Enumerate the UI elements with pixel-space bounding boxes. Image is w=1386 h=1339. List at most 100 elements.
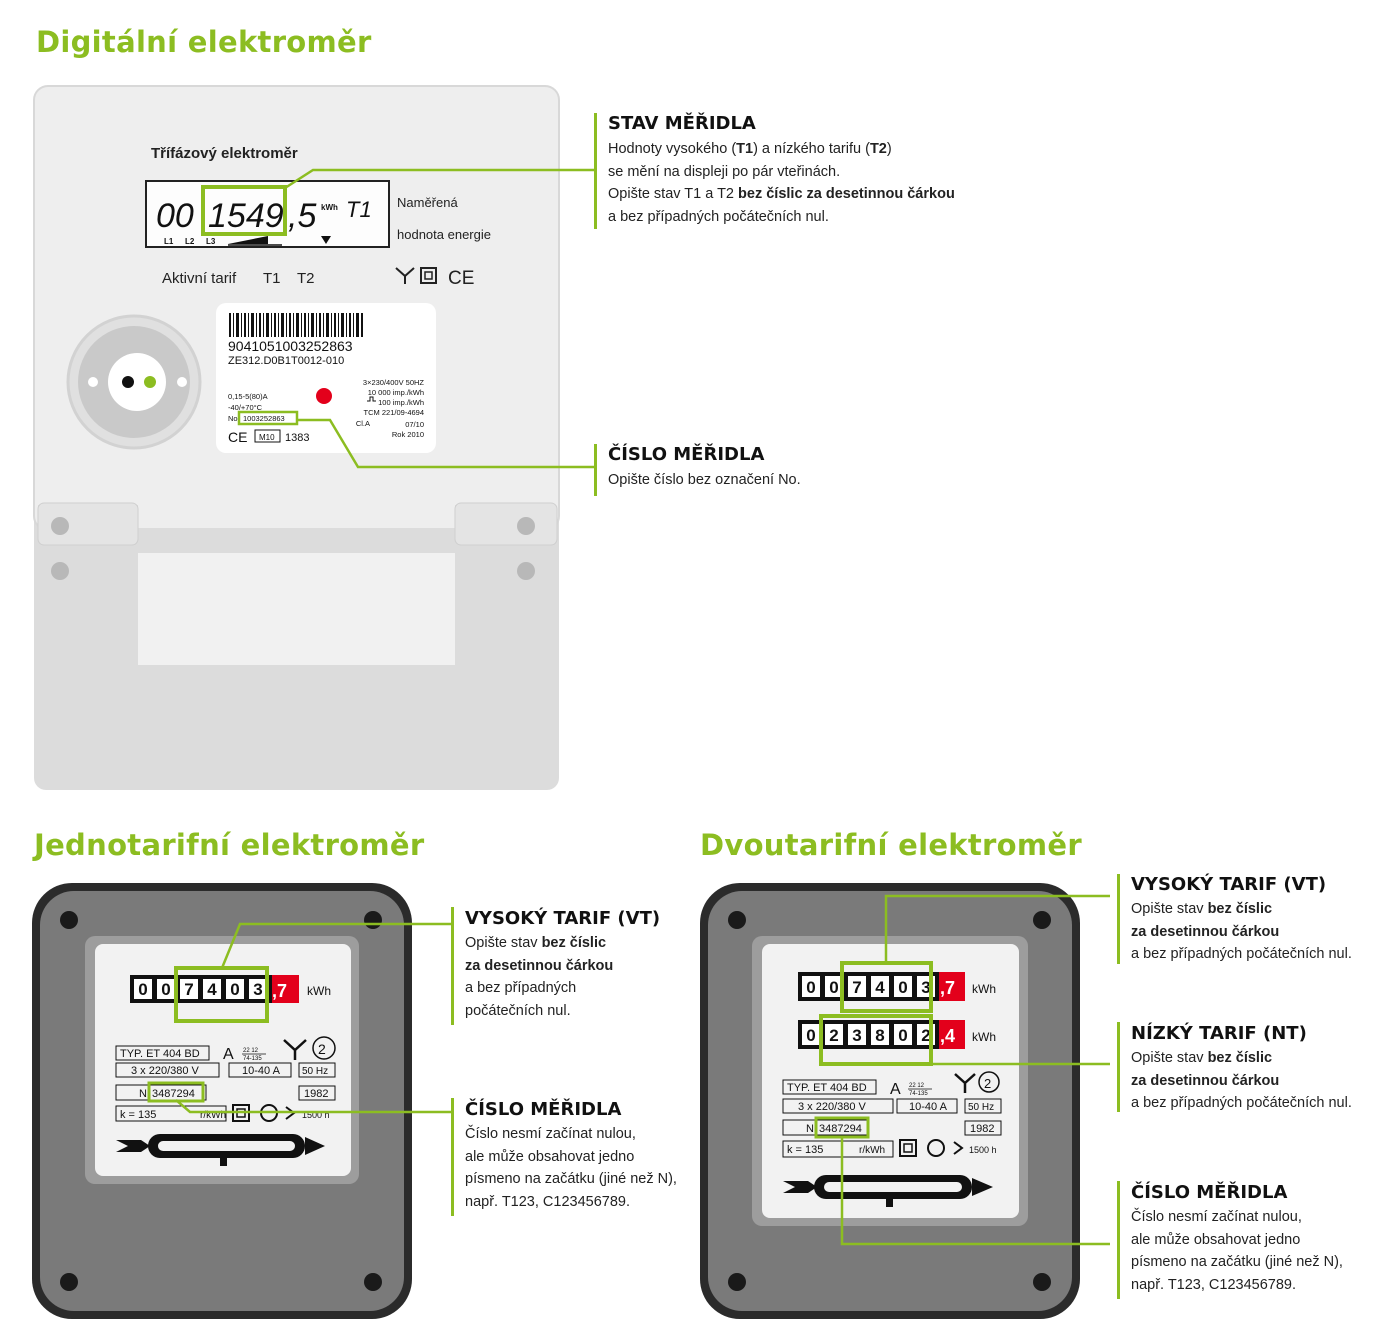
spec-line: 10 000 imp./kWh	[368, 388, 424, 397]
n-label: N	[139, 1088, 147, 1100]
pulse-symbol-icon	[367, 396, 376, 402]
rotor-disc-icon	[783, 1175, 993, 1207]
no-label: No	[228, 414, 238, 423]
screw	[51, 517, 69, 535]
annotation-stav-meridla: STAV MĚŘIDLA Hodnoty vysokého (T1) a níz…	[608, 113, 955, 228]
annotation-text: Opište stav	[1131, 901, 1208, 917]
class-label: A	[890, 1081, 901, 1098]
counter-digit: 0	[230, 980, 239, 999]
counter-digit: 0	[806, 978, 815, 997]
spec-line: 100 imp./kWh	[378, 398, 424, 407]
type-label: TYP. ET 404 BD	[120, 1048, 200, 1060]
side-label: Naměřená	[397, 195, 458, 210]
annotation-text: a bez případných počátečních nul.	[1131, 1095, 1352, 1111]
ce-mark: CE	[448, 268, 474, 289]
barcode	[229, 313, 363, 337]
counter-wheel	[894, 976, 912, 997]
counter-wheel	[180, 979, 198, 999]
annotation-text: např. T123, C123456789.	[465, 1193, 631, 1210]
serial-highlight	[237, 410, 299, 426]
annotation-text: Opište stav	[1131, 1050, 1208, 1066]
annotation-bold: bez číslic za desetinnou čárkou	[738, 186, 955, 202]
counter-digit: 0	[898, 1026, 907, 1045]
class-label: A	[223, 1046, 234, 1063]
counter-digit: 0	[898, 978, 907, 997]
meter-serial: 3487294	[152, 1088, 195, 1100]
annotation-bold: T1	[736, 141, 754, 157]
annotation-heading: VYSOKÝ TARIF (VT)	[465, 908, 661, 929]
hours-label: 1500 h	[302, 1110, 330, 1120]
approval-top: 22 12	[243, 1048, 259, 1054]
counter-wheel	[825, 976, 843, 997]
counter-digit: 7	[184, 980, 193, 999]
dual-tariff-meter-title: Dvoutarifní elektroměr	[700, 828, 1082, 862]
annotation-cislo-meridla: ČÍSLO MĚŘIDLA Opište číslo bez označení …	[608, 444, 801, 492]
circle-number: 2	[984, 1076, 991, 1091]
annotation-text: )	[886, 141, 892, 157]
counter-digit: 0	[829, 978, 838, 997]
phase-label: L2	[185, 237, 195, 246]
leader-line-cislo	[175, 1099, 452, 1114]
temperature-rating: -40/+70°C	[228, 403, 263, 412]
counter-wheel	[249, 979, 267, 999]
panel-title: Třífázový elektroměr	[151, 145, 298, 162]
year-label: 1982	[304, 1088, 328, 1100]
reading-highlight-nt	[819, 1014, 933, 1066]
rotor-disc-icon	[116, 1134, 325, 1166]
annotation-bar	[1117, 874, 1120, 964]
counter-decimal-nt: ,4	[940, 1026, 955, 1046]
counter-digit: 2	[829, 1026, 838, 1045]
active-tariff-t1: T1	[263, 270, 281, 287]
annotation-single-vt: VYSOKÝ TARIF (VT) Opište stav bez číslic…	[465, 908, 660, 1022]
digital-meter-title: Digitální elektroměr	[36, 25, 372, 59]
decimal-wheel	[272, 975, 299, 1003]
annotation-text: Opište stav	[465, 935, 542, 951]
annotation-heading: ČÍSLO MĚŘIDLA	[608, 444, 765, 465]
m10-mark: M10	[259, 433, 275, 442]
frequency-label: 50 Hz	[968, 1102, 994, 1113]
counter-digit: 3	[921, 978, 930, 997]
annotation-text: počátečních nul.	[465, 1002, 571, 1019]
phase-label: L1	[164, 237, 174, 246]
annotation-bar	[1117, 1181, 1120, 1299]
hours-label: 1500 h	[969, 1145, 997, 1155]
port-led-green	[144, 376, 156, 388]
single-tariff-meter-title: Jednotarifní elektroměr	[34, 828, 425, 862]
annotation-bold: za desetinnou čárkou	[1131, 923, 1280, 940]
spec-line: Cl.A	[356, 419, 370, 428]
port-led-black	[122, 376, 134, 388]
approval-bottom: 74-135	[909, 1091, 928, 1097]
annotation-text: Číslo nesmí začínat nulou,	[1131, 1209, 1302, 1225]
terminal-cover-window	[138, 553, 455, 665]
digital-meter-illustration: Třífázový elektroměr 00 1549 ,5 kWh T1 L…	[33, 85, 596, 790]
screw	[517, 562, 535, 580]
annotation-bar	[594, 113, 597, 229]
lcd-decimal: ,5	[288, 197, 316, 235]
annotation-bar	[1117, 1022, 1120, 1112]
active-tariff-t2: T2	[297, 270, 315, 287]
spec-line: Rok 2010	[392, 430, 424, 439]
lcd-unit: kWh	[321, 203, 338, 212]
leader-line-vt	[884, 894, 1110, 963]
three-phase-symbol-icon	[283, 1039, 307, 1060]
active-tariff-label: Aktivní tarif	[162, 270, 237, 287]
counter-wheel	[848, 976, 866, 997]
annotation-text: se mění na displeji po pár vteřinách.	[608, 163, 841, 180]
circle-number: 2	[318, 1041, 326, 1057]
approval-top: 22 12	[909, 1083, 925, 1089]
reading-highlight	[174, 966, 269, 1023]
counter-digit: 0	[138, 980, 147, 999]
lcd-digits-prefix: 00	[156, 197, 194, 235]
annotation-single-cislo: ČÍSLO MĚŘIDLA Číslo nesmí začínat nulou,…	[465, 1099, 677, 1213]
counter-digit: 2	[921, 1026, 930, 1045]
annotation-text: Opište číslo bez označení No.	[608, 472, 801, 488]
counter-wheel	[825, 1024, 843, 1045]
counter-wheel	[157, 979, 175, 999]
annotation-bold: bez číslic	[1207, 1050, 1273, 1066]
reading-highlight	[201, 185, 287, 236]
k-constant: k = 135	[787, 1144, 823, 1156]
counter-digit: 4	[875, 978, 885, 997]
annotation-bold: za desetinnou čárkou	[465, 957, 614, 974]
signal-bars-icon	[228, 236, 268, 244]
counter-wheel	[203, 979, 221, 999]
